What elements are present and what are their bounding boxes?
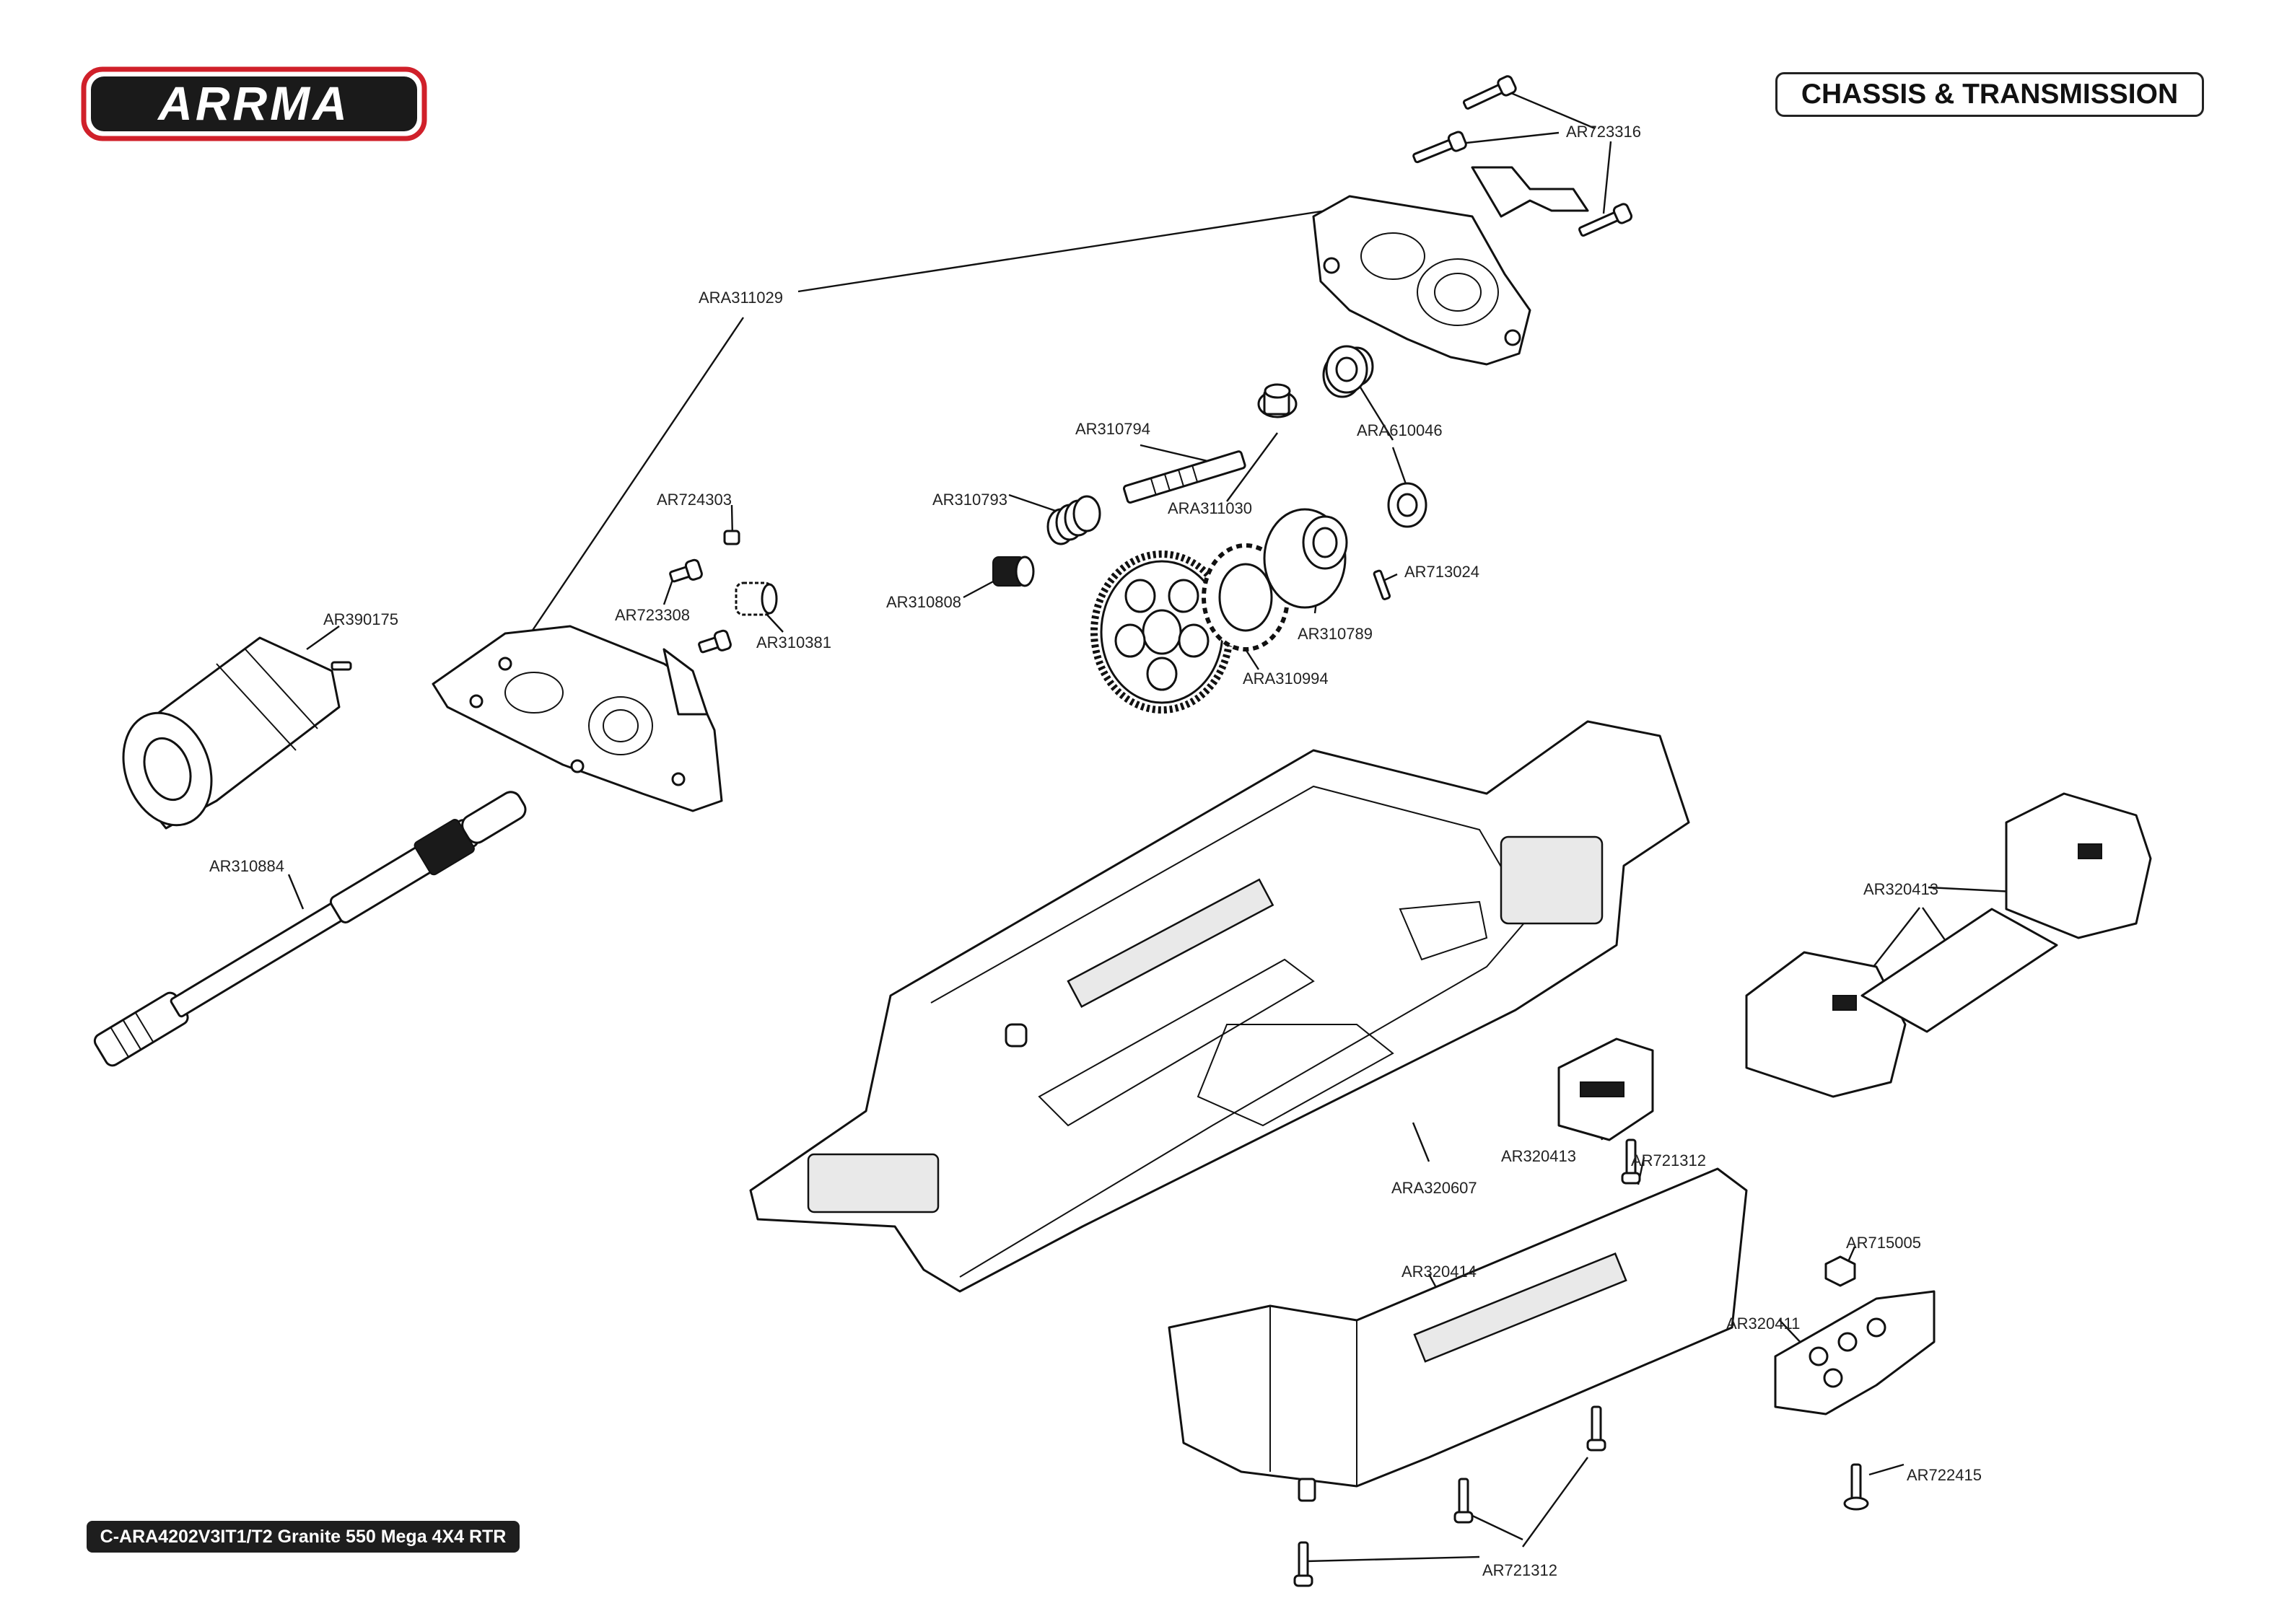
side-skid-plate xyxy=(1168,1167,1748,1502)
pinion-bushing xyxy=(992,556,1035,587)
part-label: AR320413 xyxy=(1501,1147,1576,1165)
part-label: AR310808 xyxy=(886,593,961,611)
main-chassis xyxy=(749,720,1690,1293)
gearbox-cover-screws xyxy=(1412,75,1633,237)
slipper-plate xyxy=(1263,508,1348,609)
arrma-logo: ARRMA xyxy=(81,66,427,141)
motor-screws xyxy=(669,558,732,654)
model-caption-text: C-ARA4202V3IT1/T2 Granite 550 Mega 4X4 R… xyxy=(100,1526,507,1547)
section-title: CHASSIS & TRANSMISSION xyxy=(1775,72,2204,117)
part-label: AR715005 xyxy=(1846,1234,1921,1252)
center-driveshaft xyxy=(93,791,527,1067)
part-label: AR310789 xyxy=(1298,625,1373,643)
part-label: AR320413 xyxy=(1863,880,1938,898)
battery-blocks xyxy=(1745,792,2152,1098)
part-label: AR721312 xyxy=(1631,1151,1706,1169)
motor xyxy=(122,636,352,830)
part-label: AR320414 xyxy=(1401,1263,1477,1281)
set-screw xyxy=(723,530,740,545)
body-post-mount xyxy=(1774,1290,1936,1415)
gear-cover xyxy=(1312,166,1589,366)
part-label: ARA311030 xyxy=(1168,499,1252,517)
drive-pin xyxy=(1373,569,1391,600)
part-label: AR310884 xyxy=(209,857,284,875)
part-label: ARA610046 xyxy=(1357,421,1443,439)
part-label: AR310794 xyxy=(1075,420,1150,438)
model-caption: C-ARA4202V3IT1/T2 Granite 550 Mega 4X4 R… xyxy=(87,1521,520,1553)
part-label: AR713024 xyxy=(1404,563,1479,581)
logo-wordmark: ARRMA xyxy=(157,76,350,130)
part-label: ARA320607 xyxy=(1391,1179,1477,1197)
part-label: AR722415 xyxy=(1907,1466,1982,1484)
bearing-upper xyxy=(1325,345,1368,394)
bottom-screws xyxy=(1293,1138,1641,1587)
slipper-spring xyxy=(1046,495,1101,545)
battery-hold-down-bracket xyxy=(1557,1037,1654,1141)
gear-shaft xyxy=(1122,450,1246,504)
pinion-gear xyxy=(735,581,778,616)
leader-lines xyxy=(287,88,2014,1563)
part-label: AR310793 xyxy=(932,491,1007,509)
part-label: ARA311029 xyxy=(699,289,783,307)
gearbox-mount xyxy=(432,625,723,812)
mount-screw xyxy=(1843,1463,1869,1511)
part-label: AR310381 xyxy=(756,633,831,651)
part-label: AR723308 xyxy=(615,606,690,624)
spur-gear xyxy=(1090,550,1233,714)
part-label: AR320411 xyxy=(1726,1314,1800,1333)
part-label: ARA310994 xyxy=(1243,670,1329,688)
part-label: AR724303 xyxy=(657,491,732,509)
part-labels: AR723316 ARA311029 AR310794 ARA610046 AR… xyxy=(209,123,1982,1579)
lock-nut xyxy=(1824,1255,1856,1287)
section-title-text: CHASSIS & TRANSMISSION xyxy=(1801,79,2179,110)
part-label: AR390175 xyxy=(323,610,398,628)
part-label: AR723316 xyxy=(1566,123,1641,141)
part-label: AR721312 xyxy=(1482,1561,1557,1579)
